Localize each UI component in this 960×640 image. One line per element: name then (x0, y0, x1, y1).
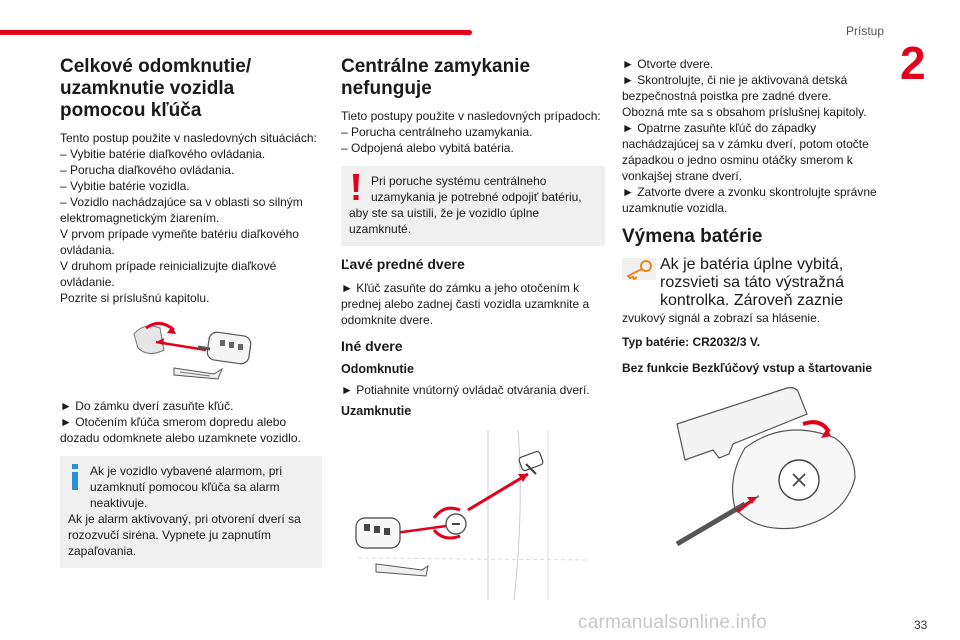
step-line: ► Otvorte dvere. (622, 57, 714, 71)
step-line: Obozná mte sa s obsahom príslušnej kapit… (622, 105, 867, 119)
intro-list: Tieto postupy použite v nasledovných prí… (341, 108, 605, 156)
left-door-text: ► Kľúč zasuňte do zámku a jeho otočením … (341, 281, 590, 327)
column-key-unlock: Celkové odomknutie/ uzamknutie vozidla p… (60, 56, 322, 578)
column-central-locking: Centrálne zamykanie nefunguje Tieto post… (341, 56, 605, 614)
key-warning-lamp-icon (622, 258, 656, 280)
battery-replacement-illustration (675, 387, 856, 547)
heading-key-unlock: Celkové odomknutie/ uzamknutie vozidla p… (60, 56, 252, 121)
door-lock-illustration (355, 429, 589, 601)
step-line: ► Otočením kľúča smerom dopredu alebo do… (60, 415, 301, 445)
header-accent-bar (0, 30, 472, 35)
info-icon (72, 464, 78, 490)
heading-central-locking: Centrálne zamykanie nefunguje (341, 56, 531, 99)
intro-list: Tento postup použite v nasledovných situ… (60, 130, 322, 306)
intro-line: V druhom prípade reinicializujte diaľkov… (60, 259, 277, 289)
battery-lead: Ak je batéria úplne vybitá, rozsvieti sa… (660, 256, 845, 309)
intro-line: – Vozidlo nachádzajúce sa v oblasti so s… (60, 195, 303, 225)
heading-unlock: Odomknutie (341, 362, 414, 376)
intro-line: V prvom prípade vymeňte batériu diaľkové… (60, 227, 299, 257)
note-text: Ak je alarm aktivovaný, pri otvorení dve… (68, 512, 301, 558)
intro-line: – Vybitie batérie diaľkového ovládania. (60, 147, 266, 161)
heading-left-door: Ľavé predné dvere (341, 256, 465, 272)
intro-line: – Odpojená alebo vybitá batéria. (341, 141, 514, 155)
section-label: Prístup (846, 24, 885, 38)
key-lock-illustration (133, 322, 252, 380)
intro-line: Tieto postupy použite v nasledovných prí… (341, 109, 601, 123)
watermark: carmanualsonline.info (578, 612, 768, 633)
intro-line: – Porucha centrálneho uzamykania. (341, 125, 533, 139)
warning-note: Pri poruche systému centrálneho uzamykan… (341, 166, 605, 246)
warning-text: aby ste sa uistili, že je vozidlo úplne … (349, 206, 540, 236)
note-lead: Ak je vozidlo vybavené alarmom, pri uzam… (90, 464, 283, 510)
step-line: ► Opatrne zasuňte kľúč do západky nachád… (622, 121, 869, 183)
page-number: 33 (914, 618, 928, 632)
step-line: ► Skontrolujte, či nie je aktivovaná det… (622, 73, 848, 103)
intro-line: – Vybitie batérie vozidla. (60, 179, 190, 193)
step-line: ► Zatvorte dvere a zvonku skontrolujte s… (622, 185, 877, 215)
alarm-info-note: Ak je vozidlo vybavené alarmom, pri uzam… (60, 456, 322, 568)
heading-other-doors: Iné dvere (341, 338, 403, 354)
intro-line: Pozrite si príslušnú kapitolu. (60, 291, 210, 305)
warning-exclamation-icon (353, 174, 359, 200)
warning-lead: Pri poruche systému centrálneho uzamykan… (371, 174, 582, 204)
column-battery: ► Otvorte dvere. ► Skontrolujte, či nie … (622, 56, 892, 562)
door-steps: ► Otvorte dvere. ► Skontrolujte, či nie … (622, 56, 892, 216)
unlock-text: ► Potiahnite vnútorný ovládač otvárania … (341, 383, 590, 397)
heading-battery-replacement: Výmena batérie (622, 226, 763, 247)
key-steps: ► Do zámku dverí zasuňte kľúč. ► Otočení… (60, 398, 322, 446)
intro-line: – Porucha diaľkového ovládania. (60, 163, 235, 177)
battery-subtitle: Bez funkcie Bezkľúčový vstup a štartovan… (622, 361, 873, 375)
chapter-number: 2 (900, 37, 926, 89)
battery-text: zvukový signál a zobrazí sa hlásenie. (622, 311, 821, 325)
intro-line: Tento postup použite v nasledovných situ… (60, 131, 317, 145)
battery-type: Typ batérie: CR2032/3 V. (622, 335, 761, 349)
step-line: ► Do zámku dverí zasuňte kľúč. (60, 399, 234, 413)
battery-warning-paragraph: Ak je batéria úplne vybitá, rozsvieti sa… (622, 256, 892, 326)
heading-lock: Uzamknutie (341, 404, 412, 418)
